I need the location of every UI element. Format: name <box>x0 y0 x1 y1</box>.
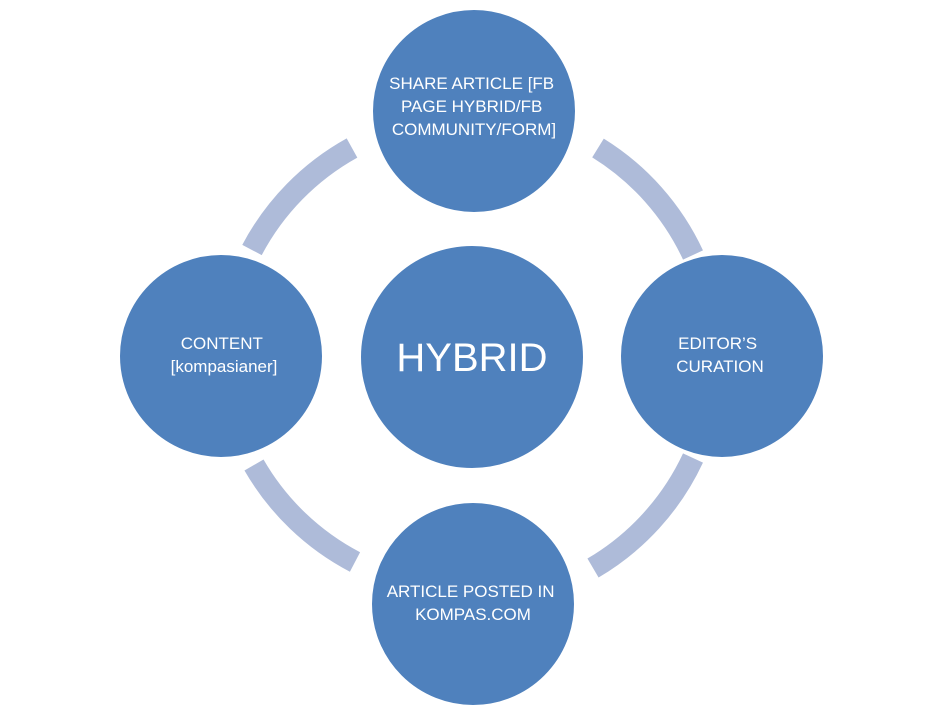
ring-arc-curation-to-posted <box>587 453 703 578</box>
ring-arc-content-to-share <box>242 138 358 256</box>
center-hybrid-label: HYBRID <box>396 336 547 380</box>
node-editors-curation <box>619 253 825 459</box>
ring-arc-posted-to-content <box>244 459 361 572</box>
node-article-posted <box>370 501 576 707</box>
article-posted-label: ARTICLE POSTED IN KOMPAS.COM <box>387 582 560 624</box>
ring-arc-share-to-curation <box>592 138 703 260</box>
node-center-hybrid <box>359 244 585 470</box>
share-article-label: SHARE ARTICLE [FB PAGE HYBRID/FB COMMUNI… <box>389 74 559 139</box>
editors-curation-label: EDITOR’S CURATION <box>676 334 764 376</box>
content-label: CONTENT [kompasianer] <box>171 334 278 376</box>
node-content <box>118 253 324 459</box>
node-share-article <box>371 8 577 214</box>
